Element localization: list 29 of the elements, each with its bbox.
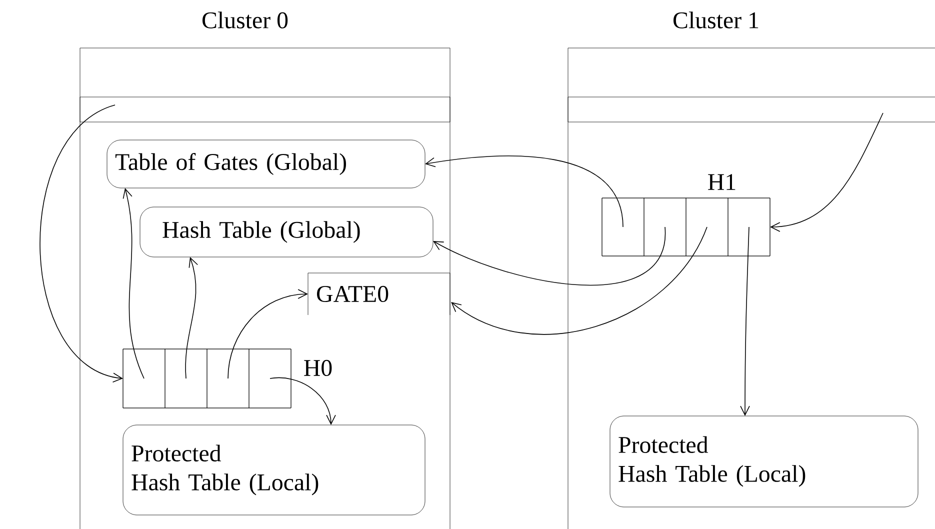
array-cell [644, 198, 686, 256]
arrow [228, 289, 308, 379]
array-cell [206, 348, 250, 408]
rounded-box: Hash Table (Global) [140, 206, 434, 258]
array-cell [686, 198, 728, 256]
array-cell [728, 198, 770, 256]
array-cell [248, 348, 292, 408]
array-cell [164, 348, 208, 408]
arrow [122, 188, 144, 379]
rounded-box: Table of Gates (Global) [106, 140, 426, 188]
arrow [185, 257, 198, 379]
arrow [770, 112, 884, 232]
array-cell [122, 348, 166, 408]
arrow [40, 104, 124, 383]
rounded-box: Protected Hash Table (Local) [122, 424, 426, 516]
node-label: Cluster 1 [673, 12, 758, 28]
header-strip [80, 96, 450, 122]
arrow [433, 226, 666, 286]
arrow [425, 156, 624, 228]
node-label: Cluster 0 [202, 12, 288, 28]
gate-box: GATE0 [308, 272, 450, 316]
array-label: H0 [304, 360, 332, 376]
array-label: H1 [708, 174, 736, 190]
array-cell [602, 198, 644, 256]
header-strip [568, 96, 935, 122]
arrow [451, 226, 708, 335]
arrow [740, 226, 750, 416]
arrow [270, 377, 336, 425]
rounded-box: Protected Hash Table (Local) [610, 416, 918, 508]
